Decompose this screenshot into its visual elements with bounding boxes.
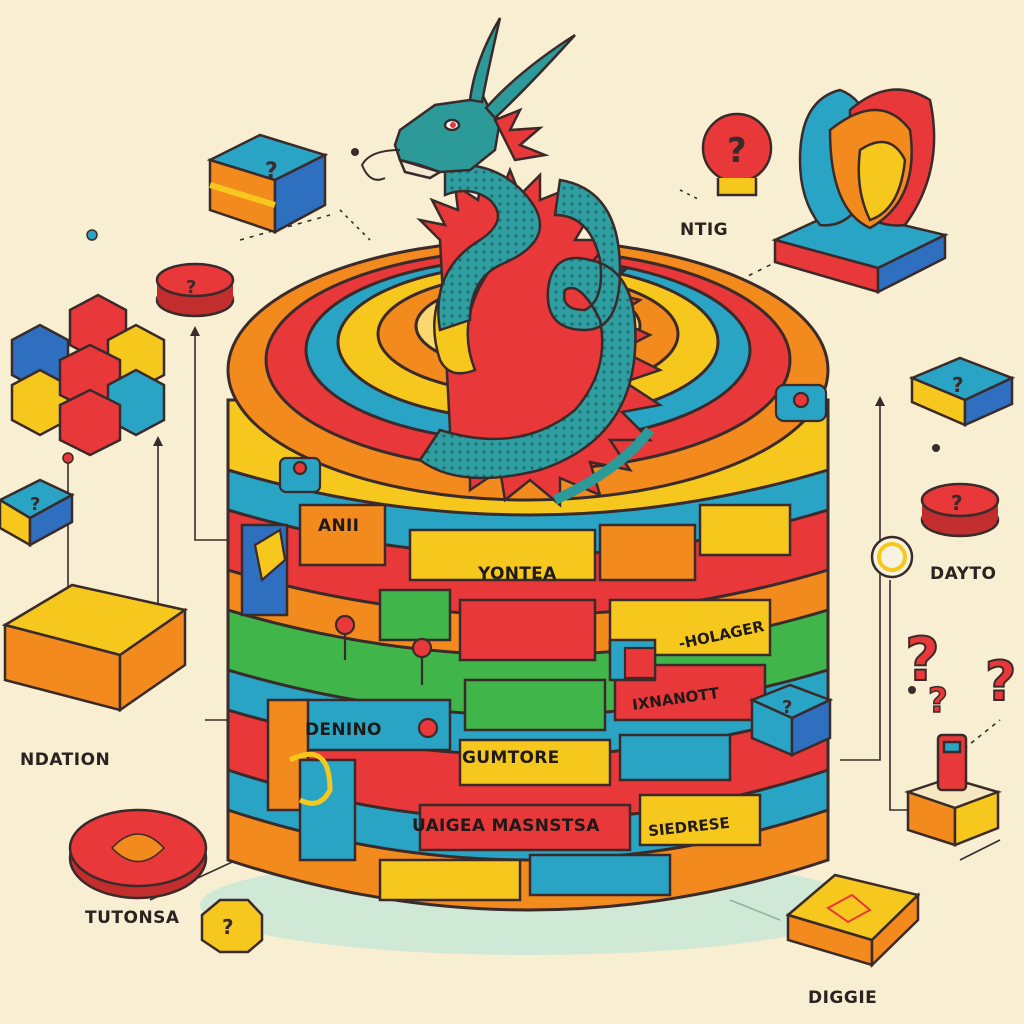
label-ndation: NDATION: [20, 750, 111, 770]
question-box-top: [206, 133, 329, 235]
cube-cluster: [10, 293, 166, 457]
label-anii: ANII: [318, 516, 360, 536]
joystick-block: [904, 733, 1002, 847]
dragon: [360, 17, 664, 508]
tower-locks: [253, 383, 828, 806]
question-mark: ?: [727, 131, 747, 171]
question-box-right: [908, 356, 1016, 427]
flower-on-book: [771, 88, 949, 295]
question-mark: ?: [782, 697, 792, 718]
sponge-block: [1, 583, 189, 713]
question-box-mid-right: [748, 683, 834, 757]
red-coins: [68, 112, 1000, 900]
question-mark: ?: [952, 373, 964, 397]
question-mark: ?: [985, 650, 1016, 713]
label-denino: DENINO: [305, 720, 382, 740]
question-marks: ? ? ? ? ? ? ? ? ? ? ?: [30, 131, 1017, 939]
arrow-heads: [153, 326, 885, 446]
label-yontea: YONTEA: [478, 564, 557, 584]
question-mark: ?: [265, 159, 278, 184]
question-mark: ?: [186, 277, 196, 298]
label-diggie: DIGGIE: [808, 988, 878, 1008]
question-box-left: [0, 478, 75, 548]
lens-icon: [870, 535, 914, 579]
question-mark: ?: [951, 491, 963, 515]
hexagon-chip: [200, 898, 264, 954]
question-mark: ?: [30, 494, 40, 515]
question-mark: ?: [905, 625, 940, 695]
label-uaigea: UAIGEA MASNSTSA: [412, 816, 600, 836]
question-mark: ?: [222, 915, 234, 939]
label-tutonsa: TUTONSA: [85, 908, 180, 928]
label-dayto: DAYTO: [930, 564, 997, 584]
label-gumtore: GUMTORE: [462, 748, 560, 768]
question-mark: ?: [928, 681, 948, 721]
label-ntig: NTIG: [680, 220, 729, 240]
pad-block: [785, 873, 921, 968]
